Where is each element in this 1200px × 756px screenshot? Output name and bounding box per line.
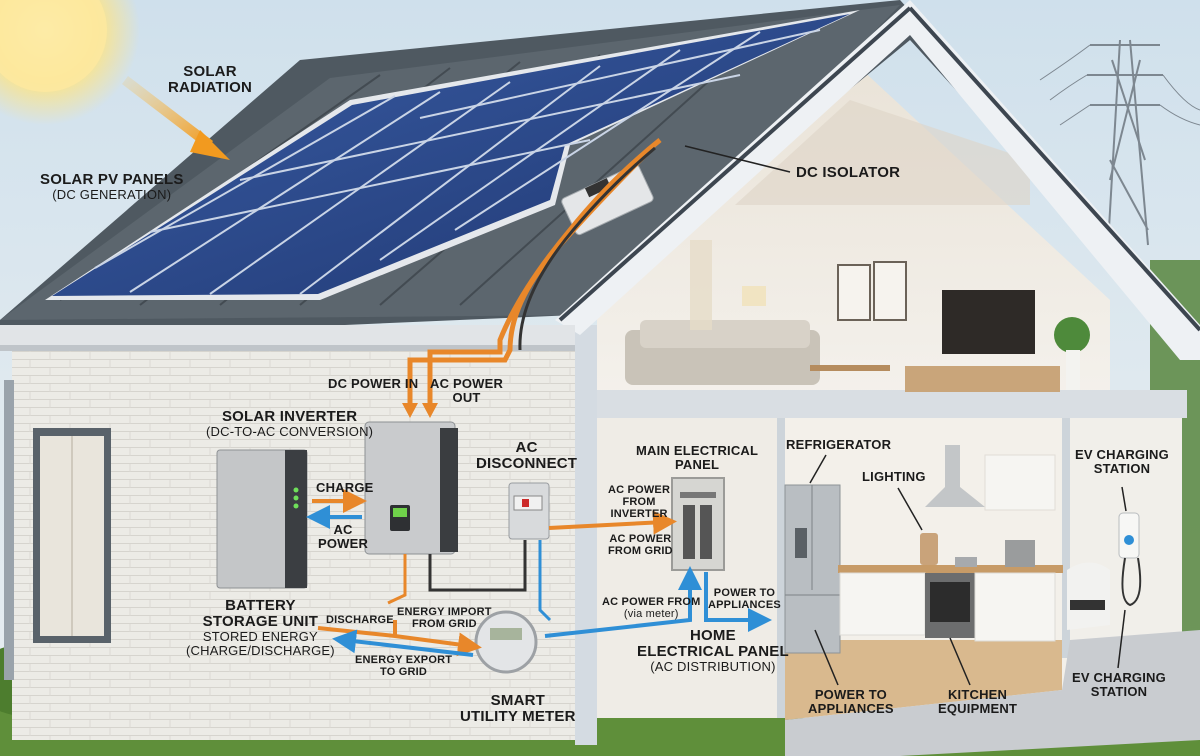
label-power-to-appliances-panel: POWER TO APPLIANCES <box>708 587 781 611</box>
label-ac-power-out: AC POWER OUT <box>430 376 504 406</box>
label-energy-import: ENERGY IMPORT FROM GRID <box>397 606 492 630</box>
ac-from-inverter-arrow <box>548 510 677 535</box>
ac-from-meter-arrow <box>544 566 702 638</box>
power-pylon <box>1039 39 1200 246</box>
car-graphic <box>1067 562 1110 630</box>
label-refrigerator: REFRIGERATOR <box>786 437 892 452</box>
label-kitchen-equipment: KITCHEN EQUIPMENT <box>938 687 1018 717</box>
energy-export-arrow <box>332 629 474 657</box>
label-solar-radiation: SOLAR RADIATION <box>168 63 253 97</box>
television <box>942 290 1035 354</box>
range-hood <box>925 445 985 507</box>
label-ev-station-top: EV CHARGING STATION <box>1075 447 1169 477</box>
label-ac-from-meter: AC POWER FROM (via meter) <box>602 596 701 620</box>
power-to-appliances-arrow <box>704 572 772 632</box>
label-ac-disconnect: AC DISCONNECT <box>476 439 578 473</box>
dc-isolator-leader-line <box>684 145 791 173</box>
solar-radiation-arrow <box>121 76 214 149</box>
label-home-panel: HOME ELECTRICAL PANEL (AC DISTRIBUTION) <box>637 627 789 675</box>
leader-lines <box>809 454 1127 686</box>
label-ac-power: AC POWER <box>318 522 369 552</box>
label-discharge: DISCHARGE <box>326 614 394 626</box>
label-smart-meter: SMART UTILITY METER <box>460 692 576 726</box>
label-dc-isolator: DC ISOLATOR <box>796 164 901 181</box>
solar-panel-array <box>45 10 860 300</box>
label-ac-from-inverter: AC POWER FROM INVERTER <box>608 484 671 520</box>
label-solar-inverter: SOLAR INVERTER (DC-TO-AC CONVERSION) <box>206 408 374 440</box>
ac-disconnect-graphic <box>508 482 550 540</box>
label-solar-pv-panels: SOLAR PV PANELS (DC GENERATION) <box>40 171 184 203</box>
label-charge: CHARGE <box>316 480 374 495</box>
label-ac-from-grid: AC POWER FROM GRID <box>608 533 673 557</box>
label-dc-power-in: DC POWER IN <box>328 376 419 391</box>
label-battery-storage: BATTERY STORAGE UNIT STORED ENERGY (CHAR… <box>186 597 335 659</box>
label-energy-export: ENERGY EXPORT TO GRID <box>355 654 453 678</box>
label-power-to-appliances: POWER TO APPLIANCES <box>808 687 894 717</box>
label-main-panel: MAIN ELECTRICAL PANEL <box>636 443 759 473</box>
label-lighting: LIGHTING <box>862 469 926 484</box>
gutter <box>0 325 575 347</box>
main-electrical-panel-graphic <box>671 477 725 571</box>
label-ev-station-bottom: EV CHARGING STATION <box>1072 670 1166 700</box>
